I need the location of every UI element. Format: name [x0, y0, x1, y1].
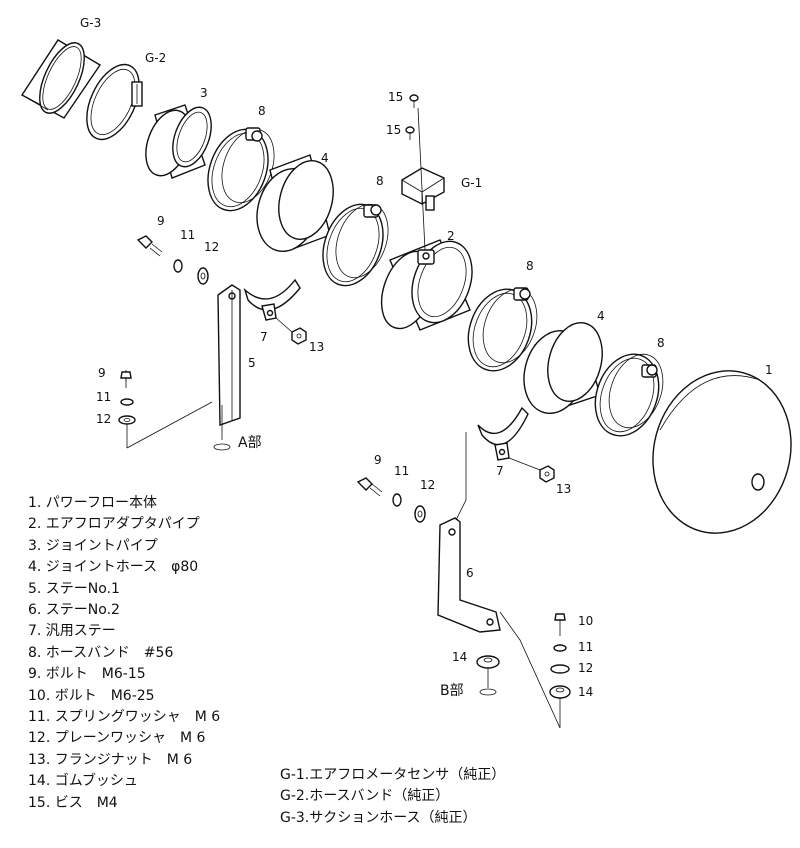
callout-9: 9: [98, 366, 106, 380]
legend-item: 1. パワーフロー本体: [28, 495, 157, 511]
callout-g1: G-1: [461, 176, 482, 190]
part-7-general-stay-b: [455, 406, 529, 521]
callout-12: 12: [578, 661, 593, 675]
detail-b-label: B部: [440, 683, 464, 699]
legend-item: 3. ジョイントパイプ: [28, 537, 158, 554]
legend-item: 11. スプリングワッシャ M 6: [28, 709, 221, 726]
legend-item: 15. ビス M4: [28, 794, 118, 811]
detail-b-inset: [476, 611, 571, 729]
part-8-hose-band-3: [467, 287, 538, 372]
legend-item: 9. ボルト M6-15: [28, 666, 146, 683]
part-2-airflow-adapter-pipe: [380, 239, 473, 331]
callout-9: 9: [157, 214, 165, 228]
legend-item: 4. ジョイントホース φ80: [28, 559, 199, 576]
callout-8: 8: [376, 174, 384, 188]
legend-item: 7. 汎用ステー: [28, 623, 116, 640]
callout-8: 8: [258, 104, 266, 118]
legend-item: G-1.エアフロメータセンサ（純正）: [280, 767, 506, 783]
legend-item: 10. ボルト M6-25: [28, 687, 155, 704]
legend-item: 8. ホースバンド #56: [28, 644, 174, 661]
legend-item: 13. フランジナット M 6: [28, 751, 193, 768]
part-1-power-flow-body: [652, 370, 792, 534]
part-g3-suction-hose: [20, 39, 101, 119]
callout-4: 4: [597, 309, 605, 323]
part-5-stay-no1: [217, 284, 241, 426]
callout-12: 12: [96, 412, 111, 426]
legend-item: 12. プレーンワッシャ M 6: [28, 730, 206, 747]
callout-1: 1: [765, 363, 773, 377]
callout-8: 8: [526, 259, 534, 273]
part-8-hose-band-2: [322, 203, 389, 287]
legend-item: G-2.ホースバンド（純正）: [280, 788, 450, 805]
callout-15: 15: [388, 90, 403, 104]
callout-11: 11: [578, 640, 593, 654]
callout-11: 11: [180, 228, 195, 242]
part-15-screws: [405, 94, 419, 140]
legend-item: 2. エアフロアダプタパイプ: [28, 516, 200, 533]
part-8-hose-band-4: [594, 353, 664, 437]
callout-10: 10: [578, 614, 593, 628]
callout-5: 5: [248, 356, 256, 370]
callout-11: 11: [96, 390, 111, 404]
part-g2-hose-band: [86, 63, 143, 141]
fastener-set-b: [356, 457, 555, 523]
callout-13: 13: [309, 340, 324, 354]
detail-a-inset: [118, 370, 231, 451]
callout-7: 7: [260, 330, 268, 344]
callout-13: 13: [556, 482, 571, 496]
callout-2: 2: [447, 229, 455, 243]
part-3-joint-pipe: [145, 104, 212, 179]
part-4-joint-hose-1: [256, 154, 334, 253]
legend-item: 6. ステーNo.2: [28, 602, 120, 619]
callout-g2: G-2: [145, 51, 166, 65]
parts-legend-right: G-1.エアフロメータセンサ（純正） G-2.ホースバンド（純正） G-3.サクショ…: [280, 765, 505, 829]
legend-item: 5. ステーNo.1: [28, 580, 120, 597]
callout-14: 14: [452, 650, 467, 664]
callout-labels: G-3 G-2 3 8 4 8 15 15 G-1 2 8 4 8 1 9 11…: [80, 16, 773, 699]
callout-15: 15: [386, 123, 401, 137]
parts-legend-left: 1. パワーフロー本体 2. エアフロアダプタパイプ 3. ジョイントパイプ 4. ジ…: [28, 493, 220, 814]
callout-8: 8: [657, 336, 665, 350]
callout-4: 4: [321, 151, 329, 165]
fastener-set-a: [136, 235, 307, 345]
callout-6: 6: [466, 566, 474, 580]
callout-g3: G-3: [80, 16, 101, 30]
part-4-joint-hose-2: [523, 322, 603, 415]
callout-9: 9: [374, 453, 382, 467]
part-g1-airflow-sensor: [401, 107, 445, 251]
part-8-hose-band-1: [207, 127, 275, 212]
callout-3: 3: [200, 86, 208, 100]
callout-12: 12: [204, 240, 219, 254]
part-7-general-stay-a: [243, 278, 301, 321]
callout-14: 14: [578, 685, 593, 699]
legend-item: 14. ゴムブッシュ: [28, 773, 138, 790]
callout-7: 7: [496, 464, 504, 478]
legend-item: G-3.サクションホース（純正）: [280, 809, 477, 826]
detail-a-label: A部: [238, 435, 262, 451]
callout-11: 11: [394, 464, 409, 478]
callout-12: 12: [420, 478, 435, 492]
